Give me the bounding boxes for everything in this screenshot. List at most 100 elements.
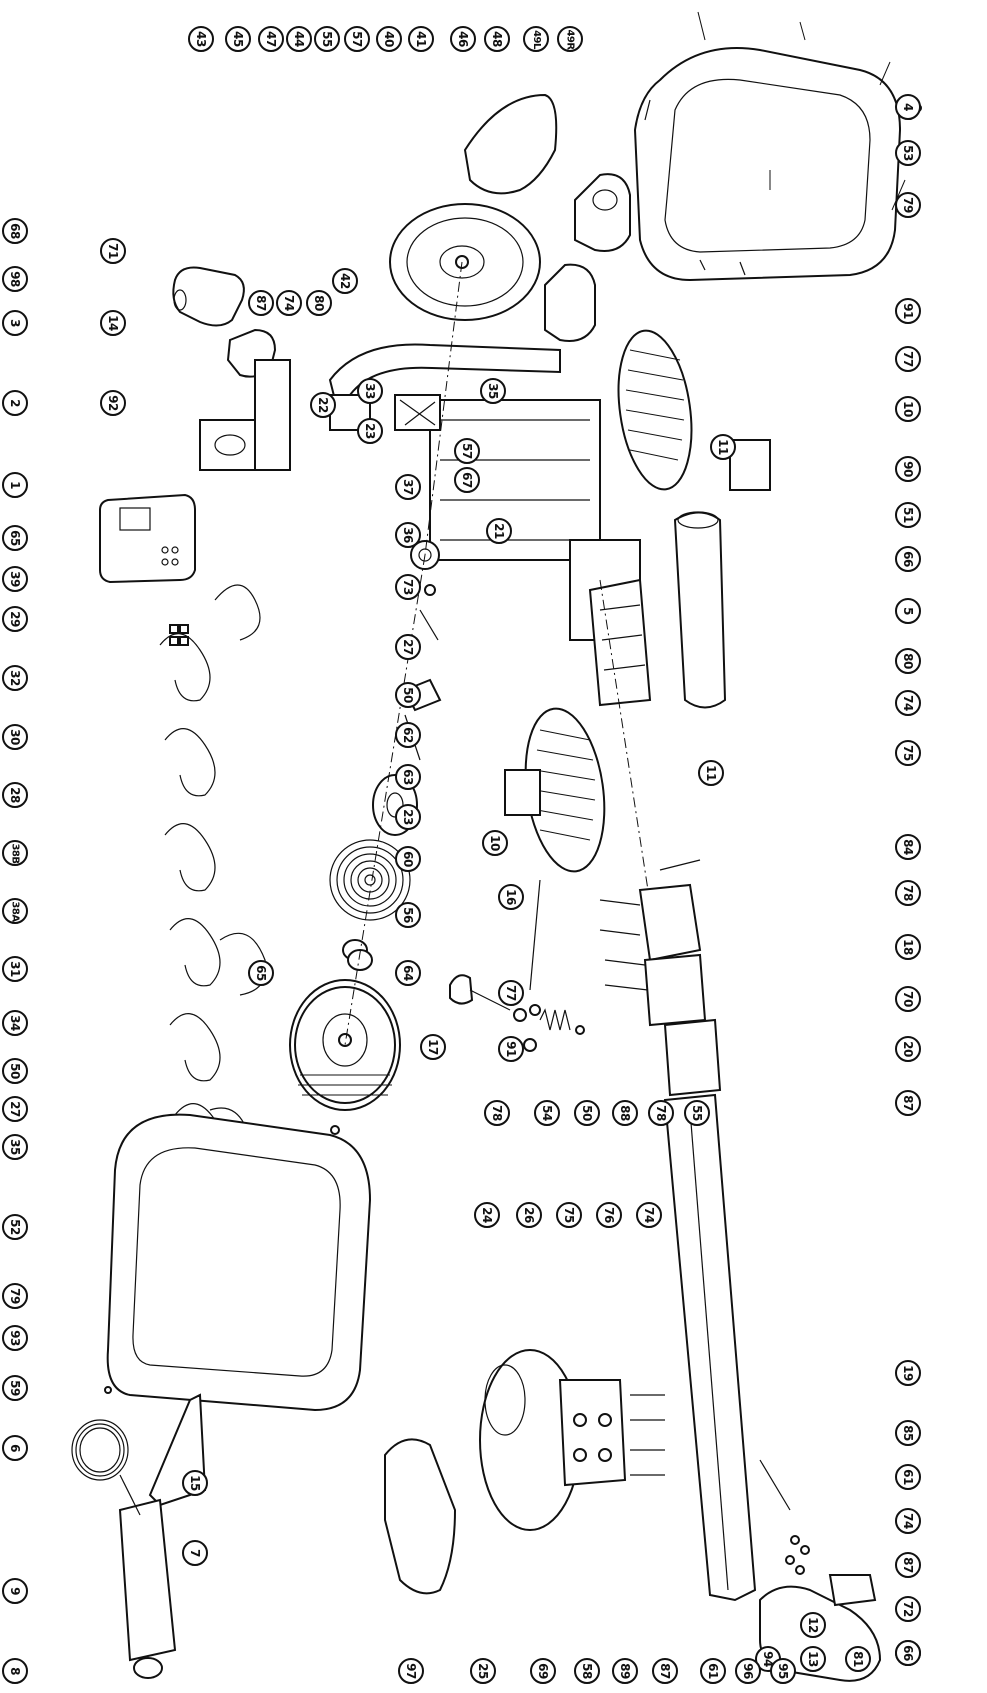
- label-80a: 80: [306, 290, 332, 316]
- label-54: 54: [534, 1100, 560, 1126]
- tension-assembly-33: [394, 394, 441, 431]
- label-4: 4: [895, 94, 921, 120]
- cover-48: [463, 93, 558, 195]
- label-11a: 11: [710, 434, 736, 460]
- label-45: 45: [225, 26, 251, 52]
- pedal-49l: [544, 263, 596, 342]
- label-39: 39: [2, 566, 28, 592]
- label-66a: 66: [895, 546, 921, 572]
- label-27a: 27: [2, 1096, 28, 1122]
- label-37: 37: [395, 474, 421, 500]
- label-28: 28: [2, 782, 28, 808]
- label-10b: 10: [482, 830, 508, 856]
- label-64: 64: [395, 960, 421, 986]
- label-71: 71: [100, 238, 126, 264]
- seat-post-7: [118, 1393, 207, 1679]
- label-22: 22: [310, 392, 336, 418]
- label-35a: 35: [2, 1134, 28, 1160]
- label-80b: 80: [895, 648, 921, 674]
- label-30: 30: [2, 724, 28, 750]
- end-cap-13: [828, 1574, 877, 1607]
- label-87d: 87: [652, 1658, 678, 1684]
- label-13: 13: [800, 1646, 826, 1672]
- label-74d: 74: [636, 1202, 662, 1228]
- label-12: 12: [800, 1612, 826, 1638]
- label-84: 84: [895, 834, 921, 860]
- label-31: 31: [2, 956, 28, 982]
- spring-56: [329, 839, 411, 921]
- main-rail-19: [663, 1093, 757, 1602]
- axis-line-1: [424, 261, 463, 556]
- label-90: 90: [895, 456, 921, 482]
- label-32: 32: [2, 665, 28, 691]
- label-73: 73: [395, 574, 421, 600]
- label-9: 9: [2, 1578, 28, 1604]
- label-55b: 55: [684, 1100, 710, 1126]
- label-23b: 23: [395, 804, 421, 830]
- label-49l: 49L: [523, 26, 549, 52]
- label-8: 8: [2, 1658, 28, 1684]
- seat-base-97: [384, 1438, 457, 1595]
- label-27b: 27: [395, 634, 421, 660]
- label-29: 29: [2, 606, 28, 632]
- label-36: 36: [395, 522, 421, 548]
- label-62: 62: [395, 722, 421, 748]
- label-10a: 10: [895, 396, 921, 422]
- label-15: 15: [182, 1470, 208, 1496]
- bolt-59: [104, 1386, 112, 1394]
- label-65a: 65: [2, 525, 28, 551]
- label-74b: 74: [895, 690, 921, 716]
- label-17: 17: [420, 1034, 446, 1060]
- label-95: 95: [770, 1658, 796, 1684]
- label-18: 18: [895, 934, 921, 960]
- label-78c: 78: [648, 1100, 674, 1126]
- label-68: 68: [2, 218, 28, 244]
- label-59: 59: [2, 1375, 28, 1401]
- label-77a: 77: [895, 346, 921, 372]
- label-67: 67: [454, 467, 480, 493]
- label-50c: 50: [574, 1100, 600, 1126]
- label-56: 56: [395, 902, 421, 928]
- label-52: 52: [2, 1214, 28, 1240]
- label-50b: 50: [395, 682, 421, 708]
- label-42: 42: [332, 268, 358, 294]
- label-63: 63: [395, 764, 421, 790]
- label-47: 47: [258, 26, 284, 52]
- label-78a: 78: [484, 1100, 510, 1126]
- label-61b: 61: [700, 1658, 726, 1684]
- label-44: 44: [286, 26, 312, 52]
- label-74c: 74: [895, 1508, 921, 1534]
- label-41: 41: [408, 26, 434, 52]
- label-97: 97: [398, 1658, 424, 1684]
- label-26: 26: [516, 1202, 542, 1228]
- label-91a: 91: [895, 298, 921, 324]
- label-79b: 79: [895, 192, 921, 218]
- label-66b: 66: [895, 1640, 921, 1666]
- knob-17: [449, 974, 585, 1035]
- label-19: 19: [895, 1360, 921, 1386]
- label-5: 5: [895, 598, 921, 624]
- label-2: 2: [2, 390, 28, 416]
- label-57b: 57: [454, 438, 480, 464]
- label-35b: 35: [480, 378, 506, 404]
- label-55a: 55: [314, 26, 340, 52]
- label-88: 88: [612, 1100, 638, 1126]
- pedal-assembly-upper: [617, 329, 771, 491]
- label-33: 33: [357, 378, 383, 404]
- label-38b: 38B: [2, 840, 28, 866]
- label-79a: 79: [2, 1283, 28, 1309]
- label-50a: 50: [2, 1058, 28, 1084]
- label-92: 92: [100, 390, 126, 416]
- label-58: 58: [574, 1658, 600, 1684]
- label-87a: 87: [248, 290, 274, 316]
- label-43: 43: [188, 26, 214, 52]
- label-78b: 78: [895, 880, 921, 906]
- bolt-91b: [523, 1038, 537, 1052]
- label-61a: 61: [895, 1464, 921, 1490]
- label-93: 93: [2, 1325, 28, 1351]
- part-98: [172, 266, 245, 327]
- washer-77b: [529, 1004, 541, 1016]
- label-40: 40: [376, 26, 402, 52]
- pedal-assembly-lower: [504, 707, 606, 873]
